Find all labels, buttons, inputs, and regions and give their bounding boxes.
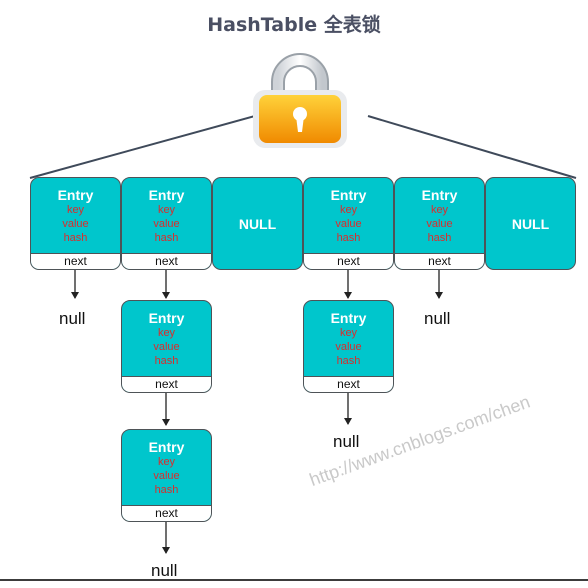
- value-field: value: [335, 341, 362, 353]
- entry-bucket-0: Entry key value hash next: [30, 177, 121, 270]
- key-field: key: [157, 204, 176, 216]
- lock-line-left: [29, 115, 256, 179]
- key-field: key: [430, 204, 449, 216]
- diagram-title: HashTable 全表锁: [207, 14, 381, 36]
- hash-field: hash: [63, 232, 88, 244]
- null-terminal-col1: null: [59, 309, 86, 328]
- entry-bucket-1: Entry key value hash next: [121, 177, 212, 270]
- key-field: key: [66, 204, 85, 216]
- null-bucket-2: NULL: [212, 177, 303, 270]
- hash-field: hash: [336, 355, 361, 367]
- entry-bucket-3: Entry key value hash next: [303, 177, 394, 270]
- value-field: value: [153, 470, 180, 482]
- key-field: key: [157, 327, 176, 339]
- null-terminal-col2: null: [151, 561, 178, 580]
- entry-label: Entry: [57, 187, 94, 203]
- entry-label: Entry: [330, 310, 367, 326]
- lock-line-right: [367, 115, 577, 179]
- value-field: value: [426, 218, 453, 230]
- hash-field: hash: [154, 355, 179, 367]
- value-field: value: [62, 218, 89, 230]
- entry-label: Entry: [148, 439, 185, 455]
- key-field: key: [339, 204, 358, 216]
- null-bucket-5: NULL: [485, 177, 576, 270]
- null-terminal-col4: null: [333, 432, 360, 451]
- next-pointer: next: [122, 376, 211, 392]
- hash-field: hash: [154, 484, 179, 496]
- entry-label: Entry: [330, 187, 367, 203]
- entry-bucket-4: Entry key value hash next: [394, 177, 485, 270]
- hash-field: hash: [427, 232, 452, 244]
- entry-label: Entry: [148, 310, 185, 326]
- null-terminal-col5: null: [424, 309, 451, 328]
- lock-icon: [253, 53, 347, 148]
- hash-field: hash: [336, 232, 361, 244]
- entry-chain-col2-2: Entry key value hash next: [121, 429, 212, 522]
- value-field: value: [153, 218, 180, 230]
- next-pointer: next: [122, 505, 211, 521]
- key-field: key: [157, 456, 176, 468]
- value-field: value: [335, 218, 362, 230]
- next-pointer: next: [395, 253, 484, 269]
- next-pointer: next: [122, 253, 211, 269]
- next-pointer: next: [31, 253, 120, 269]
- key-field: key: [339, 327, 358, 339]
- entry-chain-col2-1: Entry key value hash next: [121, 300, 212, 393]
- next-pointer: next: [304, 253, 393, 269]
- entry-chain-col4-1: Entry key value hash next: [303, 300, 394, 393]
- bottom-border: [0, 579, 588, 581]
- value-field: value: [153, 341, 180, 353]
- entry-label: Entry: [421, 187, 458, 203]
- entry-label: Entry: [148, 187, 185, 203]
- hash-field: hash: [154, 232, 179, 244]
- next-pointer: next: [304, 376, 393, 392]
